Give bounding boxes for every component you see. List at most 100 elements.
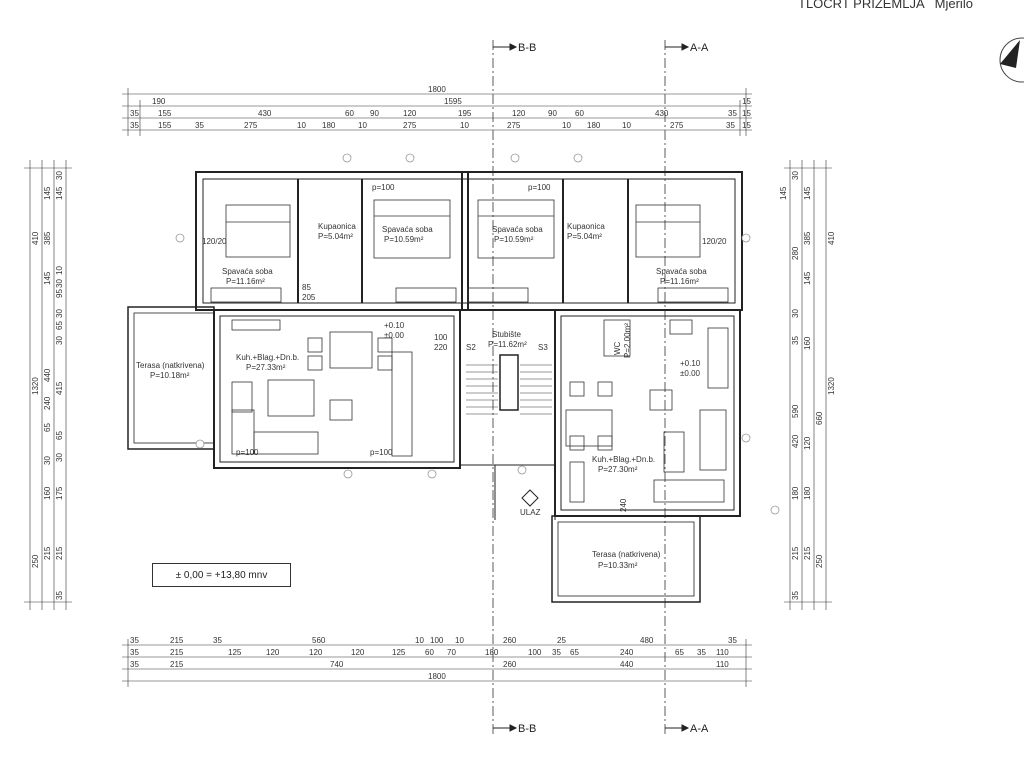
room-bed2-left-area: P=10.59m² (384, 235, 424, 244)
svg-text:145: 145 (779, 186, 788, 200)
svg-text:30: 30 (791, 309, 800, 318)
opening-label-3: p=100 (370, 448, 393, 457)
dim-top-total: 1800 (428, 85, 446, 94)
svg-text:215: 215 (791, 546, 800, 560)
room-bed2-right-area: P=10.59m² (494, 235, 534, 244)
svg-text:25: 25 (557, 636, 566, 645)
level-right-top: +0.10 (680, 359, 701, 368)
door-label-220: 220 (434, 343, 448, 352)
svg-text:260: 260 (503, 636, 517, 645)
section-label-aa-bottom: A-A (690, 723, 709, 735)
svg-text:60: 60 (425, 648, 434, 657)
door-label-85: 85 (302, 283, 311, 292)
svg-text:35: 35 (791, 591, 800, 600)
svg-text:145: 145 (43, 271, 52, 285)
room-terrace-right-name: Terasa (natkrivena) (592, 550, 661, 559)
level-left-top: +0.10 (384, 321, 405, 330)
room-terrace-left-name: Terasa (natkrivena) (136, 361, 205, 370)
dim-lines-top (122, 88, 752, 136)
svg-text:240: 240 (43, 396, 52, 410)
svg-text:90: 90 (370, 109, 379, 118)
svg-text:480: 480 (640, 636, 654, 645)
svg-text:10: 10 (55, 266, 64, 275)
svg-text:30: 30 (55, 336, 64, 345)
svg-text:35: 35 (55, 591, 64, 600)
svg-text:160: 160 (43, 486, 52, 500)
svg-text:215: 215 (170, 636, 184, 645)
svg-text:215: 215 (803, 546, 812, 560)
svg-text:740: 740 (330, 660, 344, 669)
svg-text:215: 215 (55, 546, 64, 560)
entrance-arrow-icon (521, 489, 539, 507)
svg-text:35: 35 (130, 636, 139, 645)
room-terrace-right-area: P=10.33m² (598, 561, 638, 570)
level-right-bottom: ±0.00 (680, 369, 701, 378)
dim-lines-right (784, 160, 832, 610)
svg-text:430: 430 (655, 109, 669, 118)
plan-title: TLOCRT PRIZEMLJA (798, 0, 925, 11)
svg-text:10: 10 (415, 636, 424, 645)
section-line-bb (492, 40, 666, 735)
svg-text:180: 180 (791, 486, 800, 500)
svg-text:145: 145 (55, 186, 64, 200)
svg-text:155: 155 (158, 109, 172, 118)
svg-text:110: 110 (716, 660, 729, 669)
svg-text:275: 275 (507, 121, 521, 130)
svg-text:250: 250 (31, 554, 40, 568)
svg-text:1320: 1320 (827, 377, 836, 395)
svg-text:35: 35 (728, 636, 737, 645)
svg-text:30: 30 (55, 453, 64, 462)
svg-text:430: 430 (258, 109, 272, 118)
svg-text:30: 30 (55, 309, 64, 318)
svg-text:195: 195 (458, 109, 472, 118)
svg-text:215: 215 (43, 546, 52, 560)
room-wc-area: P=2.00m² (623, 323, 632, 358)
room-bath-right-area: P=5.04m² (567, 232, 602, 241)
svg-text:440: 440 (620, 660, 634, 669)
svg-text:30: 30 (55, 279, 64, 288)
svg-text:10: 10 (562, 121, 571, 130)
svg-text:65: 65 (570, 648, 579, 657)
room-bed-right-name: Spavaća soba (656, 267, 707, 276)
svg-text:215: 215 (170, 660, 184, 669)
svg-text:250: 250 (815, 554, 824, 568)
svg-text:35: 35 (195, 121, 204, 130)
section-markers (493, 43, 690, 732)
svg-text:415: 415 (55, 381, 64, 395)
grid-markers (175, 153, 780, 515)
room-bath-left-name: Kupaonica (318, 222, 356, 231)
dim-top-r2-1: 1595 (444, 97, 462, 106)
dim-bottom-row1: 35 215 35 560 10 100 10 260 25 480 35 (130, 636, 737, 645)
svg-text:35: 35 (726, 121, 735, 130)
dim-bottom-row2: 35 215 125 120 120 120 125 60 70 180 100… (130, 648, 729, 657)
svg-text:35: 35 (130, 660, 139, 669)
svg-text:590: 590 (791, 404, 800, 418)
svg-text:15: 15 (742, 121, 751, 130)
svg-text:30: 30 (43, 456, 52, 465)
svg-text:420: 420 (791, 434, 800, 448)
furniture-left-unit (231, 319, 413, 457)
svg-text:440: 440 (43, 368, 52, 382)
furniture-beds (210, 199, 729, 303)
section-label-bb-bottom: B-B (518, 723, 536, 735)
opening-label-2: p=100 (528, 183, 551, 192)
svg-text:275: 275 (403, 121, 417, 130)
svg-text:35: 35 (130, 109, 139, 118)
svg-text:100: 100 (430, 636, 444, 645)
svg-text:180: 180 (587, 121, 601, 130)
svg-text:260: 260 (503, 660, 517, 669)
svg-text:90: 90 (548, 109, 557, 118)
entrance-label: ULAZ (520, 508, 541, 517)
label-s3: S3 (538, 343, 548, 352)
svg-text:65: 65 (55, 431, 64, 440)
svg-text:15: 15 (742, 109, 751, 118)
svg-text:1320: 1320 (31, 377, 40, 395)
room-bed-left-area: P=11.16m² (226, 277, 265, 286)
north-arrow-icon (999, 37, 1024, 83)
svg-text:180: 180 (803, 486, 812, 500)
opening-label-4: p=100 (236, 448, 259, 457)
svg-text:35: 35 (552, 648, 561, 657)
svg-text:10: 10 (297, 121, 306, 130)
dim-bottom-row3: 35 215 740 260 440 110 (130, 660, 729, 669)
